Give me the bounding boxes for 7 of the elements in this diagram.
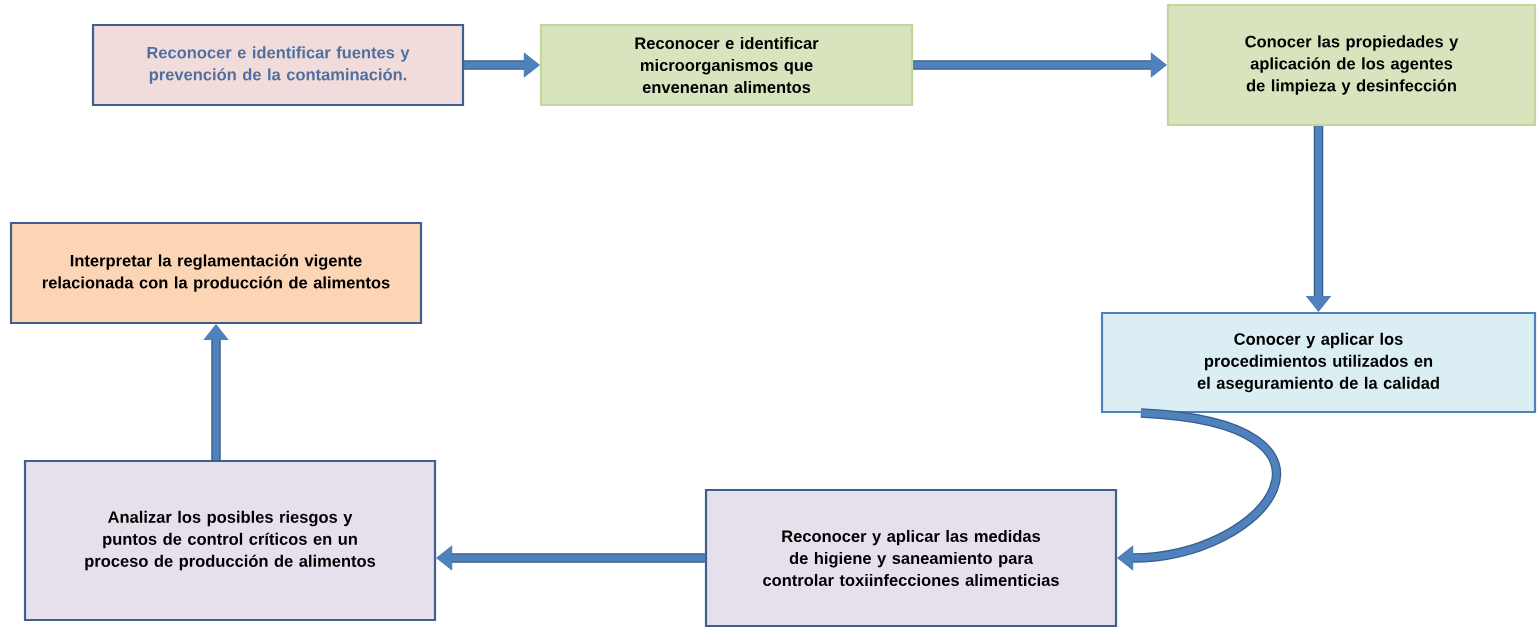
process-box: Reconocer y aplicar las medidas de higiene y saneamiento para controlar toxiinfecciones alimenticias bbox=[704, 488, 1118, 628]
process-box: Conocer las propiedades y aplicación de los agentes de limpieza y desinfección bbox=[1166, 3, 1537, 127]
process-box: Interpretar la reglamentación vigente relacionada con la producción de alimentos bbox=[9, 221, 423, 325]
process-box: Conocer y aplicar los procedimientos utilizados en el aseguramiento de la calidad bbox=[1100, 311, 1537, 414]
process-box: Reconocer e identificar microorganismos que envenenan alimentos bbox=[539, 23, 914, 107]
process-box: Analizar los posibles riesgos y puntos de control críticos en un proceso de producción de alimentos bbox=[23, 459, 437, 622]
process-box: Reconocer e identificar fuentes y prevención de la contaminación. bbox=[91, 23, 465, 107]
